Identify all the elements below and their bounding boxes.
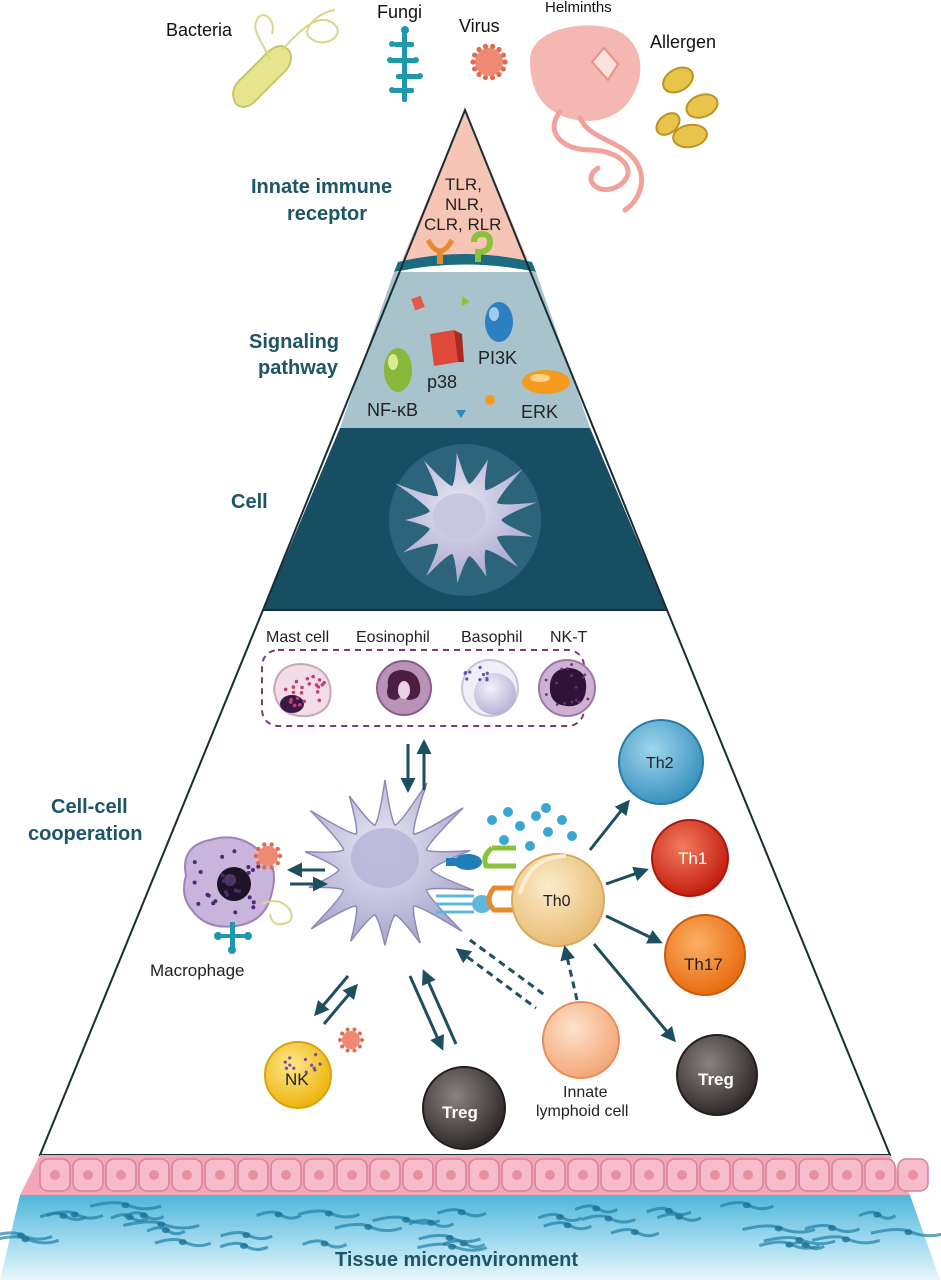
- receptor-level: Innate immune receptor TLR, NLR, CLR, RL…: [251, 175, 501, 264]
- receptor-title-line2: receptor: [287, 203, 367, 225]
- label-virus: Virus: [459, 16, 500, 36]
- receptor-label-tlr: TLR,: [445, 175, 482, 194]
- nk-cell: [264, 1041, 332, 1109]
- th0-cell: [511, 853, 605, 947]
- granulocyte-label-eosinophil: Eosinophil: [356, 629, 430, 646]
- eosinophil-cell: [376, 660, 432, 716]
- cell-level: Cell: [231, 444, 541, 596]
- signaling-title-line1: Signaling: [249, 331, 339, 353]
- cooperation-title-line1: Cell-cell: [51, 796, 128, 818]
- helminth-icon: [530, 25, 644, 213]
- th17-label: Th17: [684, 955, 723, 974]
- y-receptor-icon: [425, 238, 455, 264]
- virus-icon: [470, 43, 508, 81]
- immune-synapse: [436, 845, 516, 914]
- erk-label: ERK: [521, 402, 558, 422]
- receptor-label-nlr: NLR,: [445, 195, 484, 214]
- granulocyte-label-nkt: NK-T: [550, 629, 588, 646]
- pi3k-label: PI3K: [478, 348, 517, 368]
- label-allergen: Allergen: [650, 32, 716, 52]
- erk-molecule: [522, 370, 570, 394]
- cytokine-dots: [487, 803, 577, 851]
- granulocyte-label-basophil: Basophil: [461, 629, 522, 646]
- tissue-band: [0, 1195, 940, 1280]
- hook-receptor-icon: [471, 230, 494, 262]
- nk-label: NK: [285, 1070, 309, 1089]
- p38-label: p38: [427, 372, 457, 392]
- treg-left-label: Treg: [442, 1103, 478, 1122]
- tissue-stromal-cells: [0, 1201, 941, 1252]
- p38-molecule: [430, 330, 464, 366]
- nk-virus-icon: [338, 1027, 364, 1053]
- macrophage-cell: [183, 836, 293, 954]
- label-fungi: Fungi: [377, 2, 422, 22]
- receptor-title-line1: Innate immune: [251, 176, 392, 198]
- th2-label: Th2: [646, 755, 674, 772]
- fungi-icon: [387, 26, 423, 102]
- allergen-pollen-icon: [655, 66, 719, 149]
- signaling-level: Signaling pathway PI3K p38 NF-κB ERK: [249, 295, 570, 422]
- interaction-arrows: [287, 739, 676, 1051]
- basophil-cell: [461, 659, 519, 717]
- th17-cell: [664, 914, 746, 996]
- epithelial-cells: [39, 1158, 929, 1192]
- innate-lymphoid-cell: [542, 1001, 620, 1079]
- treg-right-label: Treg: [698, 1070, 734, 1089]
- macrophage-label: Macrophage: [150, 961, 245, 980]
- tissue-title: Tissue microenvironment: [335, 1249, 578, 1271]
- dendritic-cell-center: [304, 779, 475, 946]
- label-bacteria: Bacteria: [166, 20, 233, 40]
- bacteria-icon: [232, 9, 339, 108]
- nfkb-label: NF-κB: [367, 400, 418, 420]
- mast-cell: [272, 662, 332, 718]
- label-helminths: Helminths: [545, 0, 612, 16]
- ilc-label-line1: Innate: [563, 1084, 608, 1101]
- granulocyte-group-box: [261, 649, 585, 727]
- th1-label: Th1: [678, 849, 707, 868]
- dendritic-cell-top: [389, 444, 541, 596]
- nfkb-molecule: [384, 348, 412, 392]
- receptor-band: [402, 110, 528, 260]
- receptor-label-clr-rlr: CLR, RLR: [424, 215, 501, 234]
- cell-title: Cell: [231, 491, 268, 513]
- pi3k-molecule: [485, 302, 513, 342]
- treg-left-cell: [422, 1066, 506, 1150]
- cell-membrane: [394, 254, 536, 272]
- th0-label: Th0: [543, 893, 571, 910]
- ilc-label-line2: lymphoid cell: [536, 1103, 628, 1120]
- th2-cell: [618, 719, 704, 805]
- granulocyte-label-mast: Mast cell: [266, 629, 329, 646]
- pathogens: Bacteria Fungi Virus Helminths: [166, 0, 719, 213]
- treg-right-cell: [676, 1034, 758, 1116]
- signaling-title-line2: pathway: [258, 357, 339, 379]
- th1-cell: [651, 819, 729, 897]
- nkt-cell: [538, 659, 596, 717]
- cooperation-level: Cell-cell cooperation Mast cell Eosinoph…: [28, 629, 758, 1150]
- cooperation-title-line2: cooperation: [28, 823, 142, 845]
